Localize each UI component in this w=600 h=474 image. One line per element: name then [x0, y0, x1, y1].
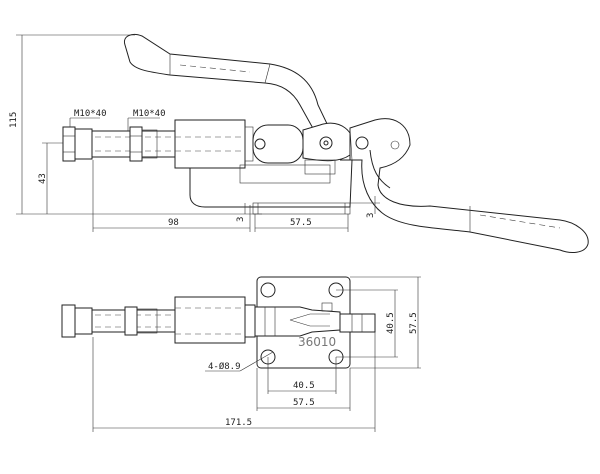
bolt-label-2: M10*40: [133, 109, 166, 119]
bolt-label-1: M10*40: [74, 109, 107, 119]
dim-43: 43: [38, 173, 48, 184]
mount-hole: [260, 282, 276, 298]
dim-57-5-vertical: 57.5: [409, 312, 419, 334]
dim-3-right: 3: [366, 213, 376, 218]
dim-40-5-vertical: 40.5: [386, 312, 396, 334]
top-view: 36010 40.5 57.5 40.5 57.5: [61, 276, 421, 432]
nut-front-top: [61, 304, 76, 338]
base-plate: [252, 202, 351, 215]
dim-98: 98: [168, 218, 179, 228]
side-view: 115 43 M10*40 M10*40: [9, 33, 589, 253]
dim-57-5-horizontal: 57.5: [293, 398, 315, 408]
hole-callout: 4-Ø8.9: [208, 361, 241, 372]
dim-40-5-horizontal: 40.5: [293, 381, 315, 391]
plunger-body-top: [174, 296, 246, 344]
dim-115: 115: [9, 112, 19, 128]
model-mark: 36010: [298, 335, 336, 349]
dim-171-5: 171.5: [225, 418, 252, 428]
nut-front: [62, 126, 76, 162]
plunger-body: [174, 119, 246, 169]
dim-57-5-side: 57.5: [290, 218, 312, 228]
nut-lock: [129, 126, 143, 162]
dim-3-left: 3: [236, 217, 246, 222]
